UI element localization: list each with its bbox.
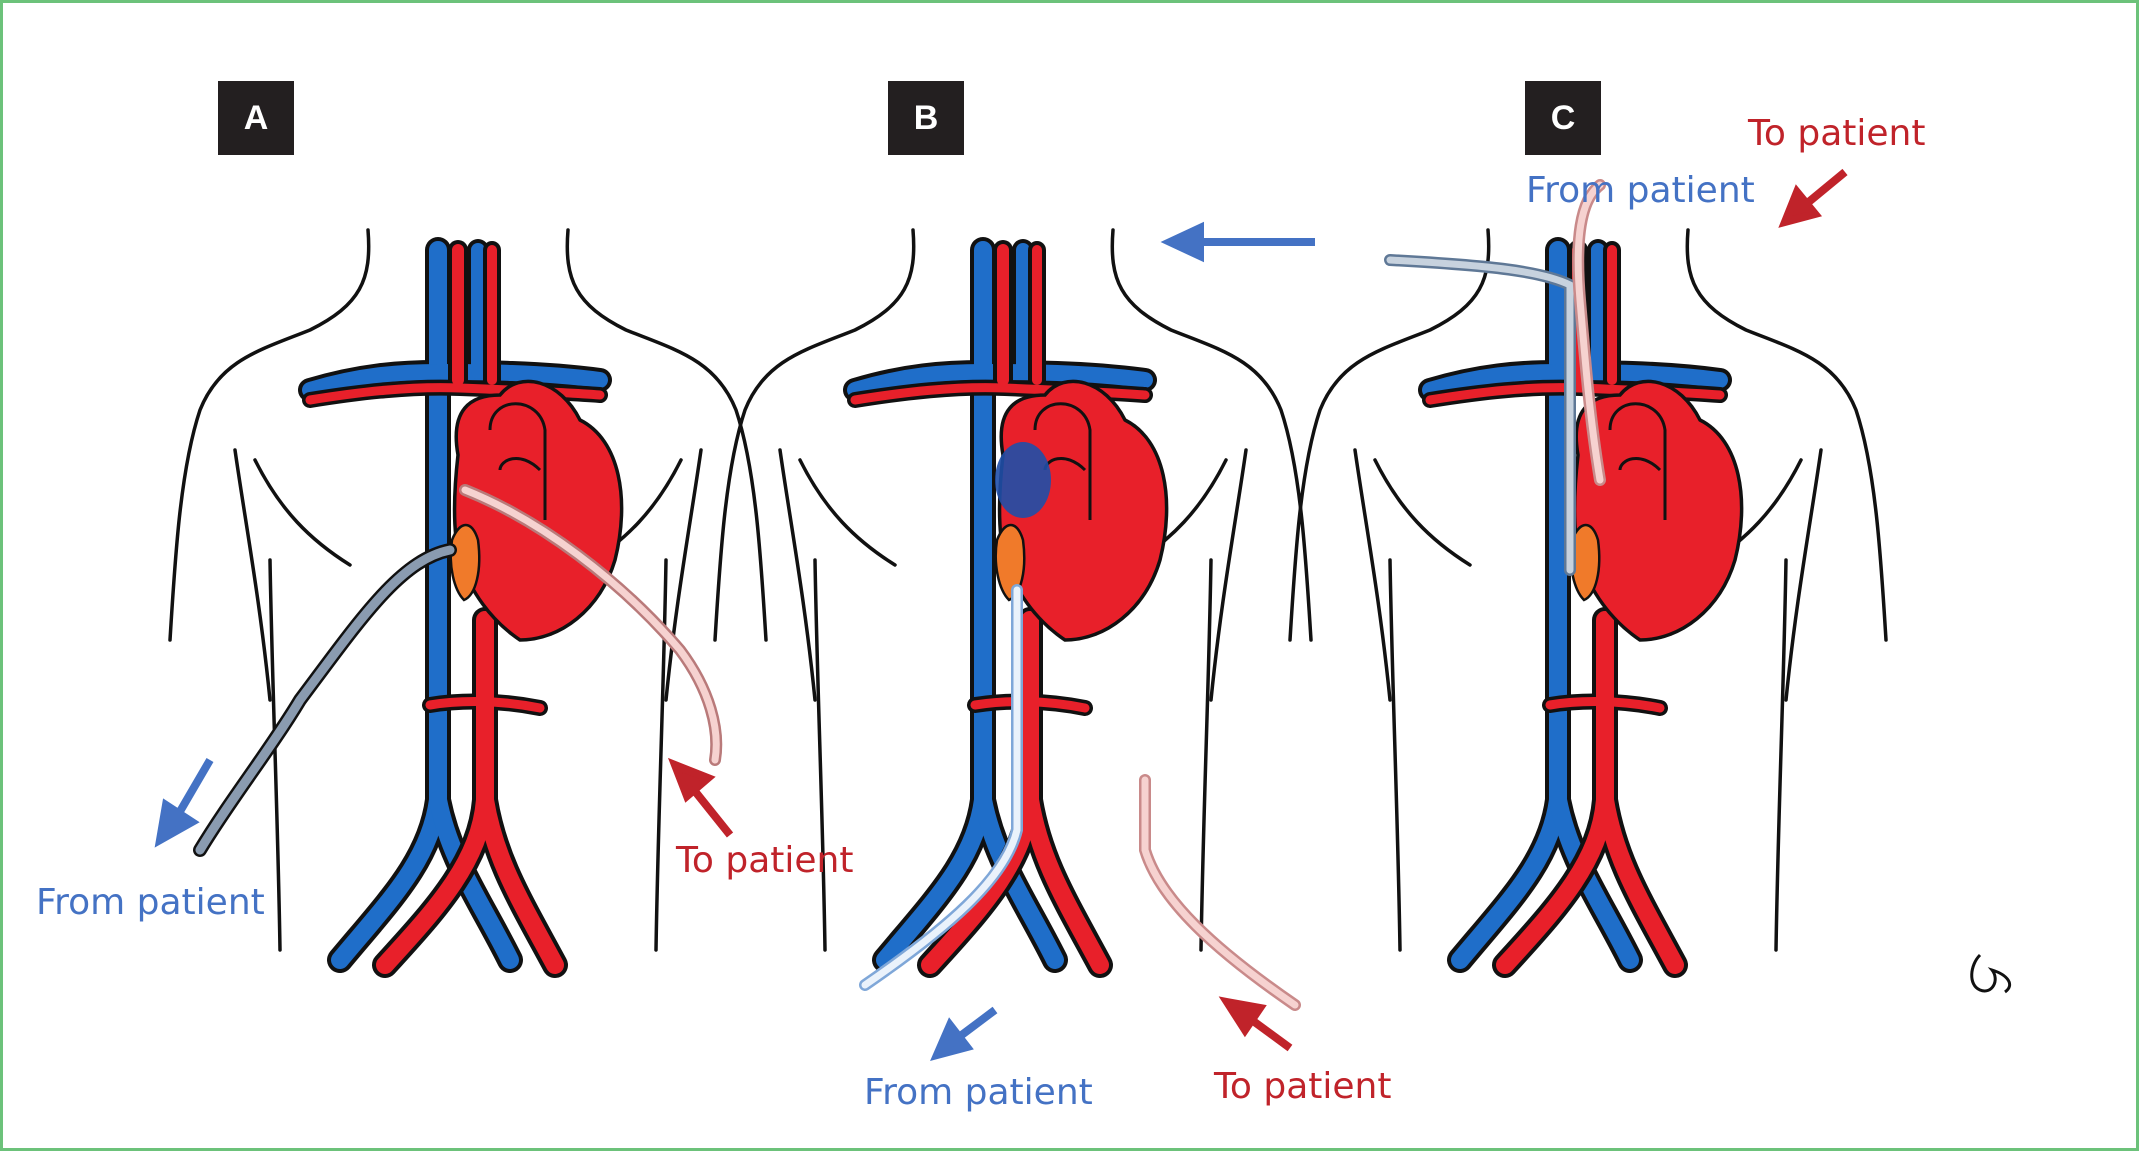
panel-c-from-arrow — [1160, 221, 1315, 263]
panel-b-badge: B — [888, 81, 964, 155]
panel-a-to-arrow — [667, 757, 734, 838]
panel-a-to-label: To patient — [676, 840, 854, 881]
panel-b-from-arrow — [930, 1006, 998, 1061]
panel-b-illustration — [713, 228, 1313, 1061]
panel-a-illustration — [154, 228, 768, 965]
panel-b-to-label: To patient — [1214, 1066, 1392, 1107]
panel-c-illustration — [1160, 168, 2011, 994]
panel-c-badge: C — [1525, 81, 1601, 155]
panel-a-badge: A — [218, 81, 294, 155]
panel-a-from-arrow — [154, 757, 214, 848]
panel-c-to-arrow — [1778, 168, 1848, 228]
panel-b-to-arrow — [1218, 996, 1293, 1052]
panel-c-from-label: From patient — [1526, 170, 1755, 211]
panel-b-from-label: From patient — [864, 1072, 1093, 1113]
signature-mark — [1970, 953, 2011, 994]
panel-a-drainage-cannula — [193, 543, 457, 857]
panel-c-to-label: To patient — [1748, 113, 1926, 154]
panel-a-from-label: From patient — [36, 882, 265, 923]
